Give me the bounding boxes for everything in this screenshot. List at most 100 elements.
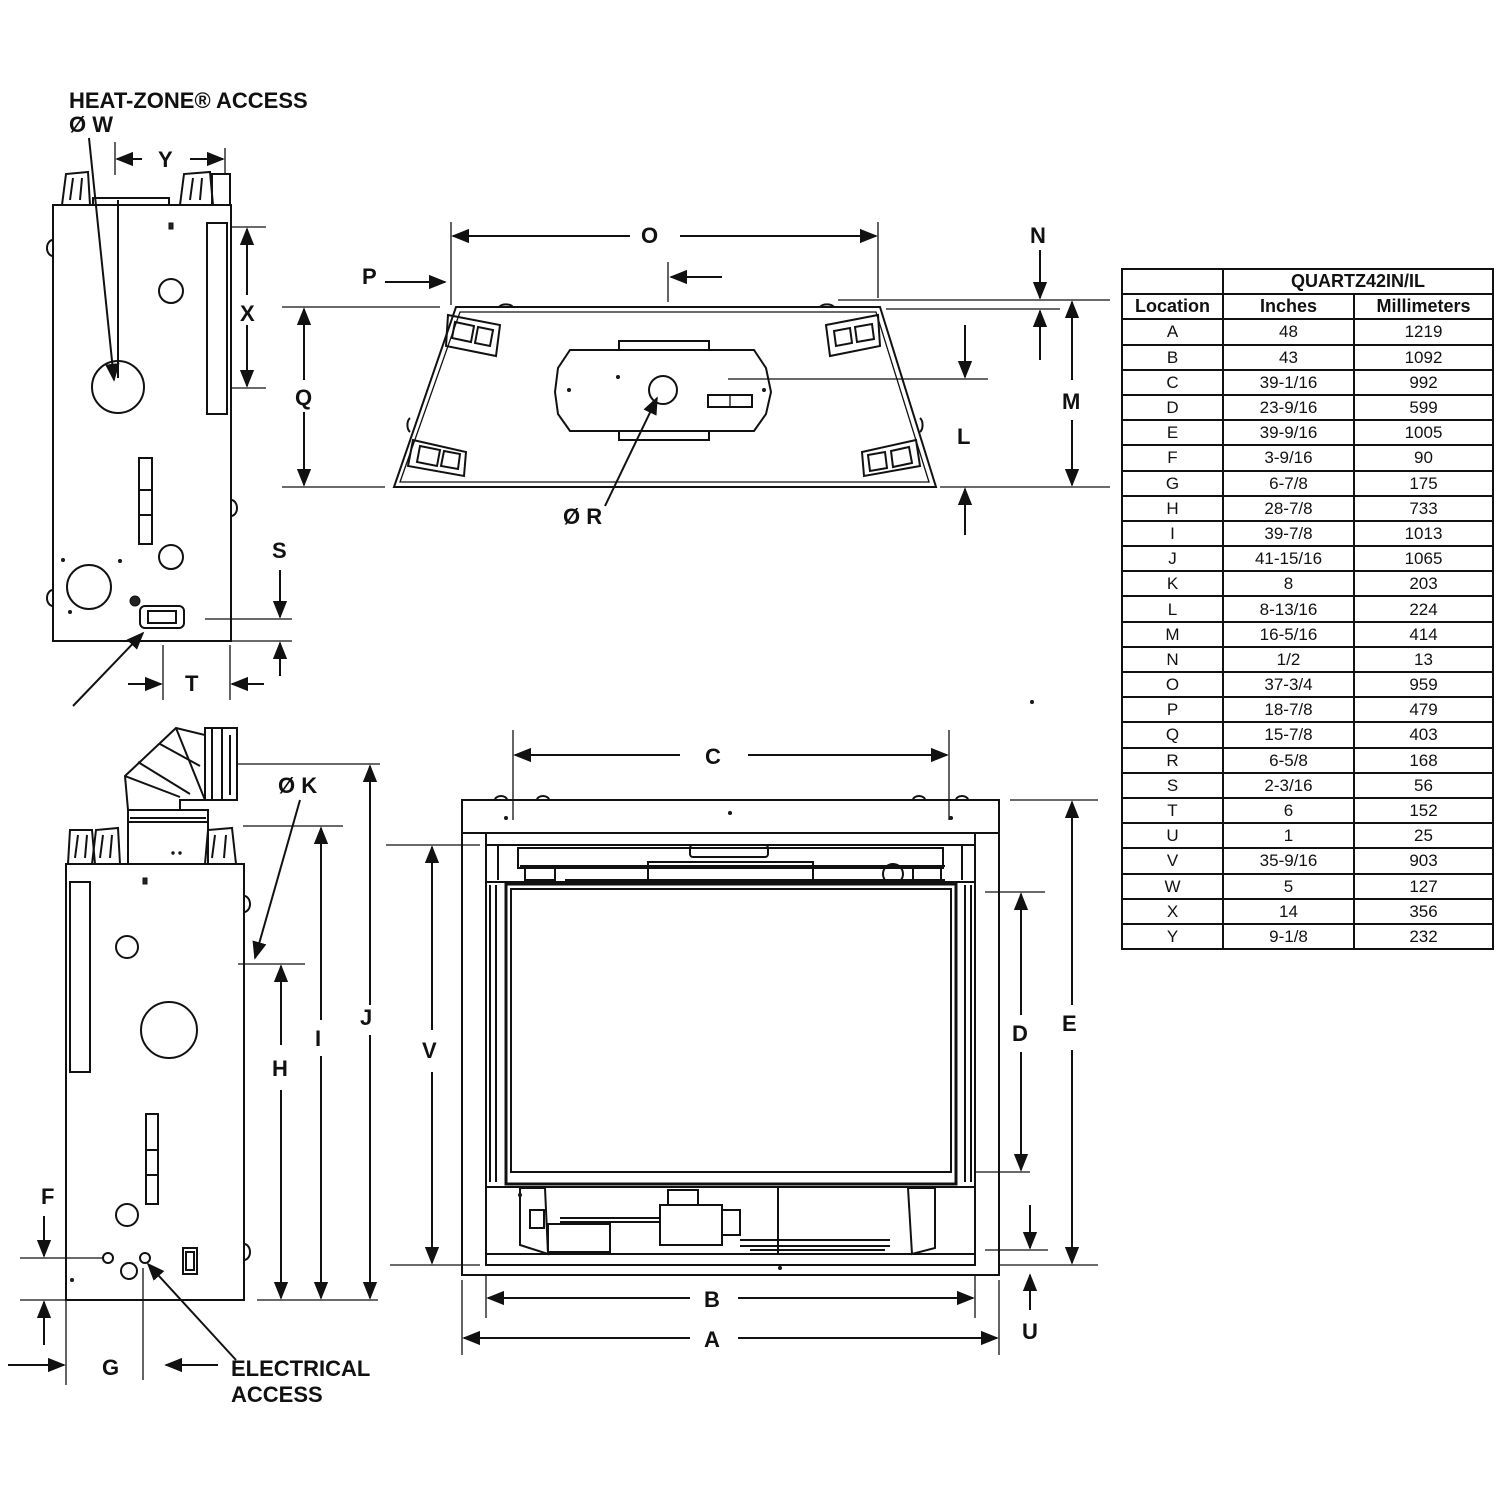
inches-cell: 6 [1222, 796, 1355, 825]
inches-cell: 23-9/16 [1222, 393, 1355, 422]
millimeters-cell: 127 [1353, 872, 1494, 900]
millimeters-cell: 903 [1353, 847, 1494, 875]
inches-cell: 39-1/16 [1222, 368, 1355, 396]
location-cell: X [1121, 897, 1224, 925]
location-cell: U [1121, 822, 1224, 850]
inches-cell: 8 [1222, 570, 1355, 598]
location-cell: T [1121, 796, 1224, 825]
dim-g-label: G [102, 1355, 119, 1380]
millimeters-cell: 232 [1353, 922, 1494, 951]
location-cell: Q [1121, 721, 1224, 749]
millimeters-cell: 959 [1353, 670, 1494, 699]
dim-i-label: I [315, 1026, 321, 1051]
heat-zone-diameter-label: Ø W [69, 112, 113, 137]
millimeters-cell: 56 [1353, 771, 1494, 799]
location-cell: F [1121, 444, 1224, 472]
millimeters-cell: 152 [1353, 796, 1494, 825]
dim-v-label: V [422, 1038, 437, 1063]
dim-d-label: D [1012, 1021, 1028, 1046]
location-cell: W [1121, 872, 1224, 900]
location-cell: A [1121, 318, 1224, 346]
location-cell: G [1121, 469, 1224, 497]
inches-cell: 1 [1222, 822, 1355, 850]
millimeters-cell: 1219 [1353, 318, 1494, 346]
inches-cell: 6-5/8 [1222, 746, 1355, 774]
millimeters-cell: 168 [1353, 746, 1494, 774]
dim-k-label: Ø K [278, 773, 317, 798]
electrical-access-label-2: ACCESS [231, 1382, 323, 1407]
millimeters-cell: 1092 [1353, 343, 1494, 371]
millimeters-cell: 479 [1353, 696, 1494, 724]
front-view [461, 700, 1034, 1276]
dim-m-label: M [1062, 389, 1080, 414]
inches-cell: 5 [1222, 872, 1355, 900]
dim-j-label: J [360, 1005, 372, 1030]
dim-n-label: N [1030, 223, 1046, 248]
dim-a-label: A [704, 1327, 720, 1352]
inches-cell: 16-5/16 [1222, 620, 1355, 648]
inches-cell: 39-9/16 [1222, 419, 1355, 447]
inches-cell: 2-3/16 [1222, 771, 1355, 799]
inches-cell: 39-7/8 [1222, 519, 1355, 548]
location-cell: H [1121, 494, 1224, 522]
inches-cell: 28-7/8 [1222, 494, 1355, 522]
inches-cell: 37-3/4 [1222, 670, 1355, 699]
millimeters-cell: 356 [1353, 897, 1494, 925]
millimeters-cell: 25 [1353, 822, 1494, 850]
location-cell: I [1121, 519, 1224, 548]
heat-zone-access-label: HEAT-ZONE® ACCESS [69, 88, 308, 113]
millimeters-cell: 1065 [1353, 545, 1494, 573]
electrical-access-label-1: ELECTRICAL [231, 1356, 370, 1381]
location-cell: L [1121, 595, 1224, 623]
table-header-inches: Inches [1222, 293, 1355, 321]
location-cell: S [1121, 771, 1224, 799]
dim-b-label: B [704, 1287, 720, 1312]
millimeters-cell: 1005 [1353, 419, 1494, 447]
inches-cell: 3-9/16 [1222, 444, 1355, 472]
millimeters-cell: 992 [1353, 368, 1494, 396]
location-cell: K [1121, 570, 1224, 598]
table-model-header: QUARTZ42IN/IL [1222, 267, 1494, 296]
location-cell: Y [1121, 922, 1224, 951]
location-cell: C [1121, 368, 1224, 396]
millimeters-cell: 13 [1353, 645, 1494, 674]
inches-cell: 14 [1222, 897, 1355, 925]
dim-e-label: E [1062, 1011, 1077, 1036]
millimeters-cell: 175 [1353, 469, 1494, 497]
side-view-bottom [65, 726, 252, 1301]
dim-p-label: P [362, 264, 377, 289]
location-cell: J [1121, 545, 1224, 573]
dim-r-label: Ø R [563, 504, 602, 529]
location-cell: O [1121, 670, 1224, 699]
location-cell: V [1121, 847, 1224, 875]
dim-u-label: U [1022, 1319, 1038, 1344]
inches-cell: 1/2 [1222, 645, 1355, 674]
inches-cell: 43 [1222, 343, 1355, 371]
dim-s-label: S [272, 538, 287, 563]
millimeters-cell: 414 [1353, 620, 1494, 648]
inches-cell: 48 [1222, 318, 1355, 346]
dim-x-label: X [240, 301, 255, 326]
inches-cell: 9-1/8 [1222, 922, 1355, 951]
millimeters-cell: 733 [1353, 494, 1494, 522]
inches-cell: 35-9/16 [1222, 847, 1355, 875]
inches-cell: 8-13/16 [1222, 595, 1355, 623]
location-cell: D [1121, 393, 1224, 422]
